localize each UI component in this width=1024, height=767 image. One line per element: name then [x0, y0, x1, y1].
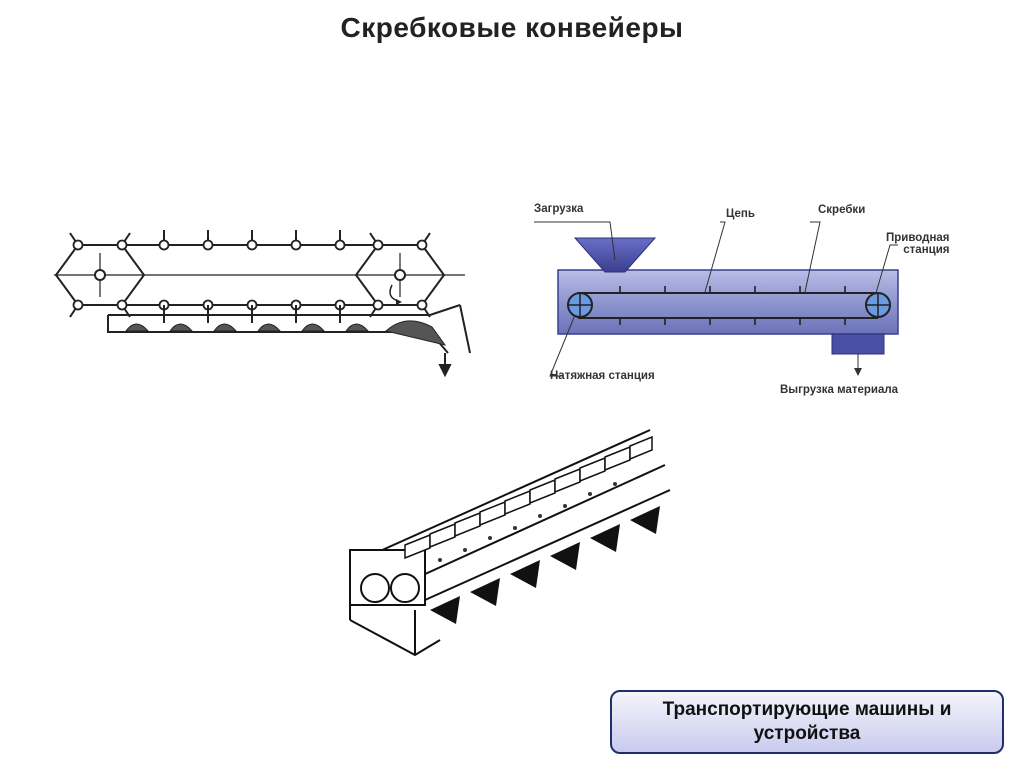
discharge-chute — [831, 333, 885, 355]
label-chain: Цепь — [726, 208, 755, 220]
label-drive-station: Приводная станция — [886, 232, 950, 256]
iso-material — [438, 482, 617, 562]
conveyor-labelled-scheme: Загрузка Цепь Скребки Приводная станция … — [520, 190, 980, 405]
label-tension-station: Натяжная станция — [550, 370, 655, 382]
loading-hopper — [573, 237, 657, 273]
iso-shadows — [430, 506, 660, 624]
label-unloading: Выгрузка материала — [780, 384, 899, 396]
trough-body — [557, 269, 899, 335]
label-loading: Загрузка — [534, 203, 584, 215]
material-piles — [125, 320, 447, 346]
caption-box: Транспортирующие машины и устройства — [610, 690, 1004, 754]
isometric-conveyor-drawing — [349, 429, 671, 657]
iso-scrapers — [404, 435, 653, 560]
drive-sprocket — [865, 292, 891, 318]
slide-title: Скребковые конвейеры — [340, 12, 684, 43]
label-scrapers: Скребки — [818, 204, 866, 216]
tension-sprocket — [567, 292, 593, 318]
scraper-conveyor-schematic — [54, 230, 471, 378]
